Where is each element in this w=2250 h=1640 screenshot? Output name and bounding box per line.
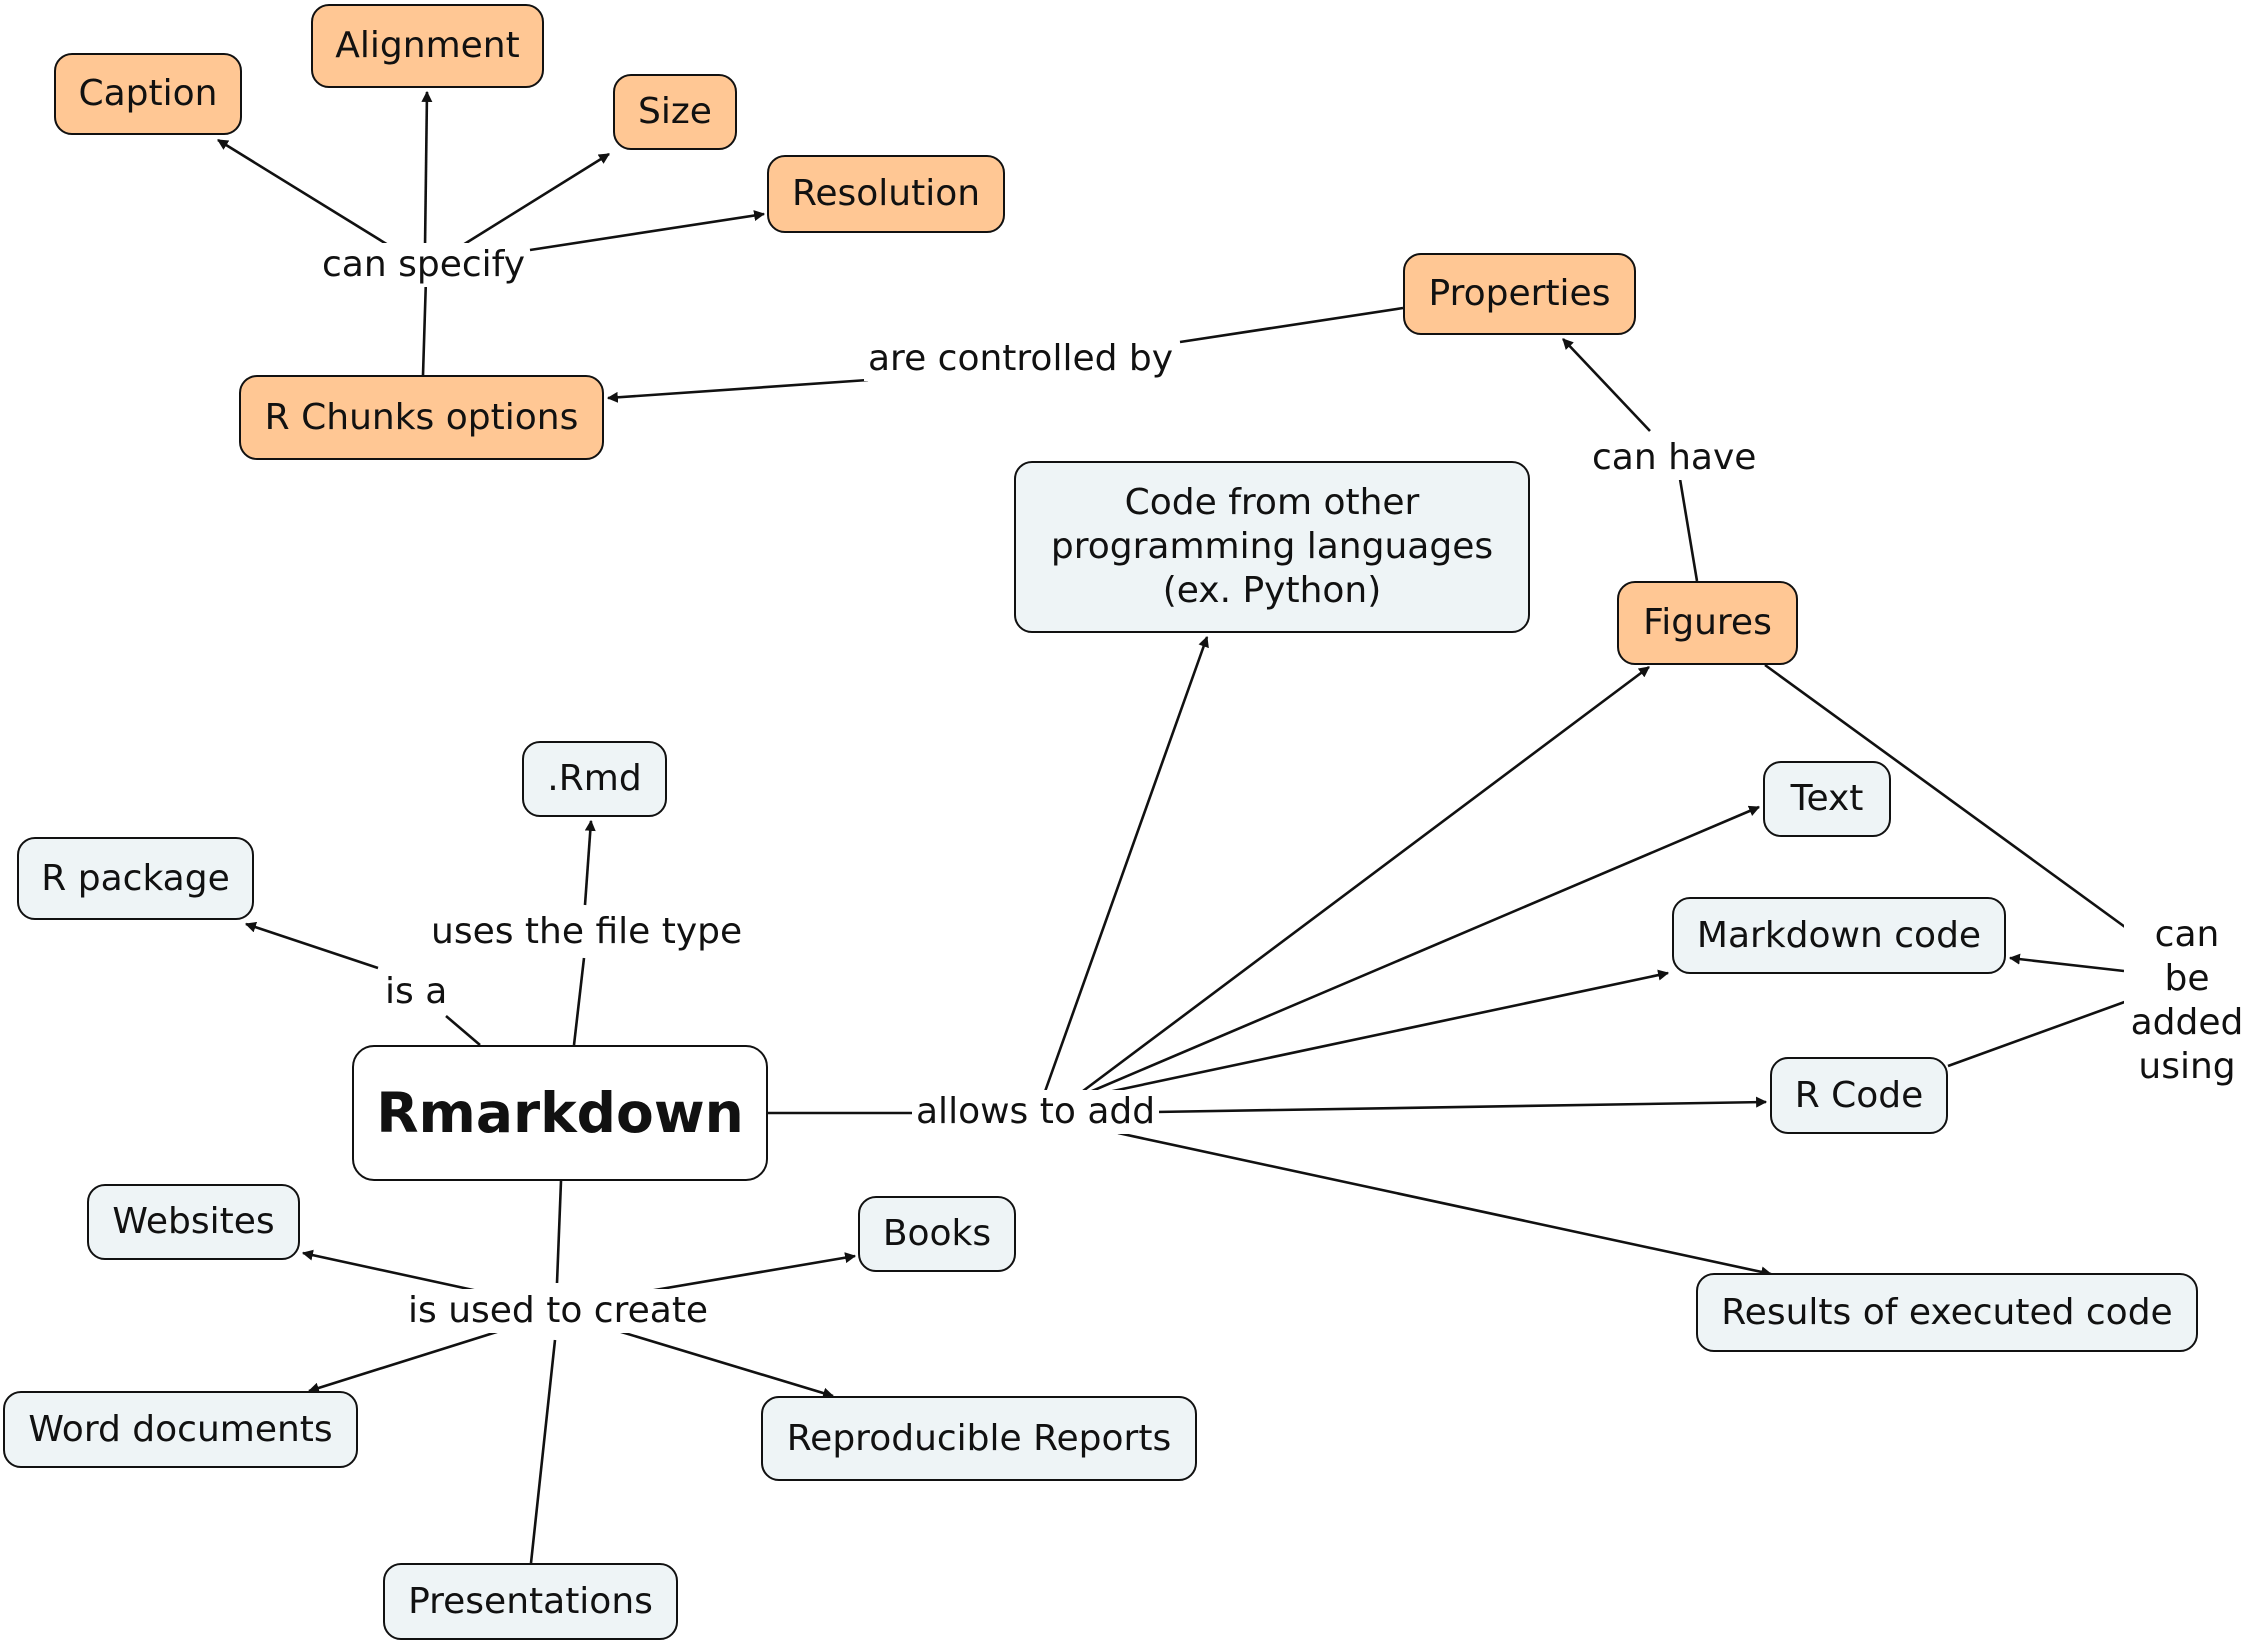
edge-can-specify-to-alignment: [421, 90, 433, 249]
node-r-chunks-options[interactable]: R Chunks options: [239, 375, 604, 460]
node-properties[interactable]: Properties: [1403, 253, 1636, 335]
edge-allows-to-markdown-code: [1079, 969, 1670, 1100]
node-resolution[interactable]: Resolution: [767, 155, 1005, 233]
edge-can-have-to-properties: [1562, 338, 1651, 432]
node-code-other-languages[interactable]: Code from other programming languages (e…: [1014, 461, 1530, 633]
edge-is-used-to-create-to-books: [642, 1252, 857, 1294]
edge-can-specify-to-caption: [217, 138, 394, 250]
edge-properties-to-controlled-by: [1179, 306, 1404, 344]
link-label-can-have: can have: [1588, 436, 1761, 480]
node-websites[interactable]: Websites: [87, 1184, 300, 1260]
edge-allows-to-results: [1117, 1131, 1773, 1278]
edge-figures-to-can-have: [1678, 478, 1699, 582]
edge-rmarkdown-to-is-used-to-create: [555, 1180, 563, 1284]
link-label-can-specify: can specify: [318, 243, 530, 287]
node-markdown-code[interactable]: Markdown code: [1672, 897, 2006, 974]
edge-controlled-by-to-r-chunks: [606, 378, 869, 403]
link-label-is-a: is a: [381, 970, 452, 1014]
node-text[interactable]: Text: [1763, 761, 1891, 837]
node-caption[interactable]: Caption: [54, 53, 242, 135]
edge-allows-to-figures: [1074, 665, 1650, 1099]
link-label-can-be-added-using: can be added using: [2124, 913, 2250, 1089]
link-label-is-used-to-create: is used to create: [404, 1289, 713, 1333]
edge-uses-file-type-to-rmd: [583, 819, 596, 906]
edge-allows-to-r-code: [1154, 1096, 1768, 1114]
node-r-code[interactable]: R Code: [1770, 1057, 1948, 1134]
node-alignment[interactable]: Alignment: [311, 4, 544, 88]
node-rmarkdown[interactable]: Rmarkdown: [352, 1045, 768, 1181]
edge-is-a-to-r-package: [244, 921, 379, 970]
node-figures[interactable]: Figures: [1617, 581, 1798, 665]
node-size[interactable]: Size: [613, 74, 737, 150]
node-results-executed-code[interactable]: Results of executed code: [1696, 1273, 2198, 1352]
edge-r-chunks-to-can-specify: [421, 277, 428, 376]
edge-allows-to-code-other: [1040, 635, 1209, 1101]
node-books[interactable]: Books: [858, 1196, 1016, 1272]
link-label-are-controlled-by: are controlled by: [864, 337, 1178, 381]
node-word-documents[interactable]: Word documents: [3, 1391, 358, 1468]
node-rmd[interactable]: .Rmd: [522, 741, 667, 817]
node-r-package[interactable]: R package: [17, 837, 254, 920]
edge-is-used-to-create-to-websites: [301, 1249, 488, 1295]
node-reproducible-reports[interactable]: Reproducible Reports: [761, 1396, 1197, 1481]
edge-is-used-to-create-to-word: [307, 1328, 504, 1394]
link-label-allows-to-add: allows to add: [912, 1090, 1160, 1134]
edge-can-be-added-to-markdown-code: [2008, 953, 2125, 973]
edge-figures-to-can-be-added: [1764, 663, 2137, 937]
edge-can-specify-to-resolution: [529, 210, 766, 252]
edge-is-used-to-create-to-presentations: [529, 1339, 557, 1564]
edge-allows-to-text: [1077, 805, 1761, 1099]
edge-r-code-to-can-be-added: [1947, 998, 2131, 1068]
edge-rmarkdown-to-is-a: [445, 1015, 481, 1046]
link-label-uses-file-type: uses the file type: [427, 910, 747, 954]
edge-rmarkdown-to-uses-file-type: [572, 957, 586, 1046]
node-presentations[interactable]: Presentations: [383, 1563, 678, 1640]
edge-is-used-to-create-to-reports: [617, 1329, 835, 1399]
edge-can-specify-to-size: [457, 152, 610, 250]
